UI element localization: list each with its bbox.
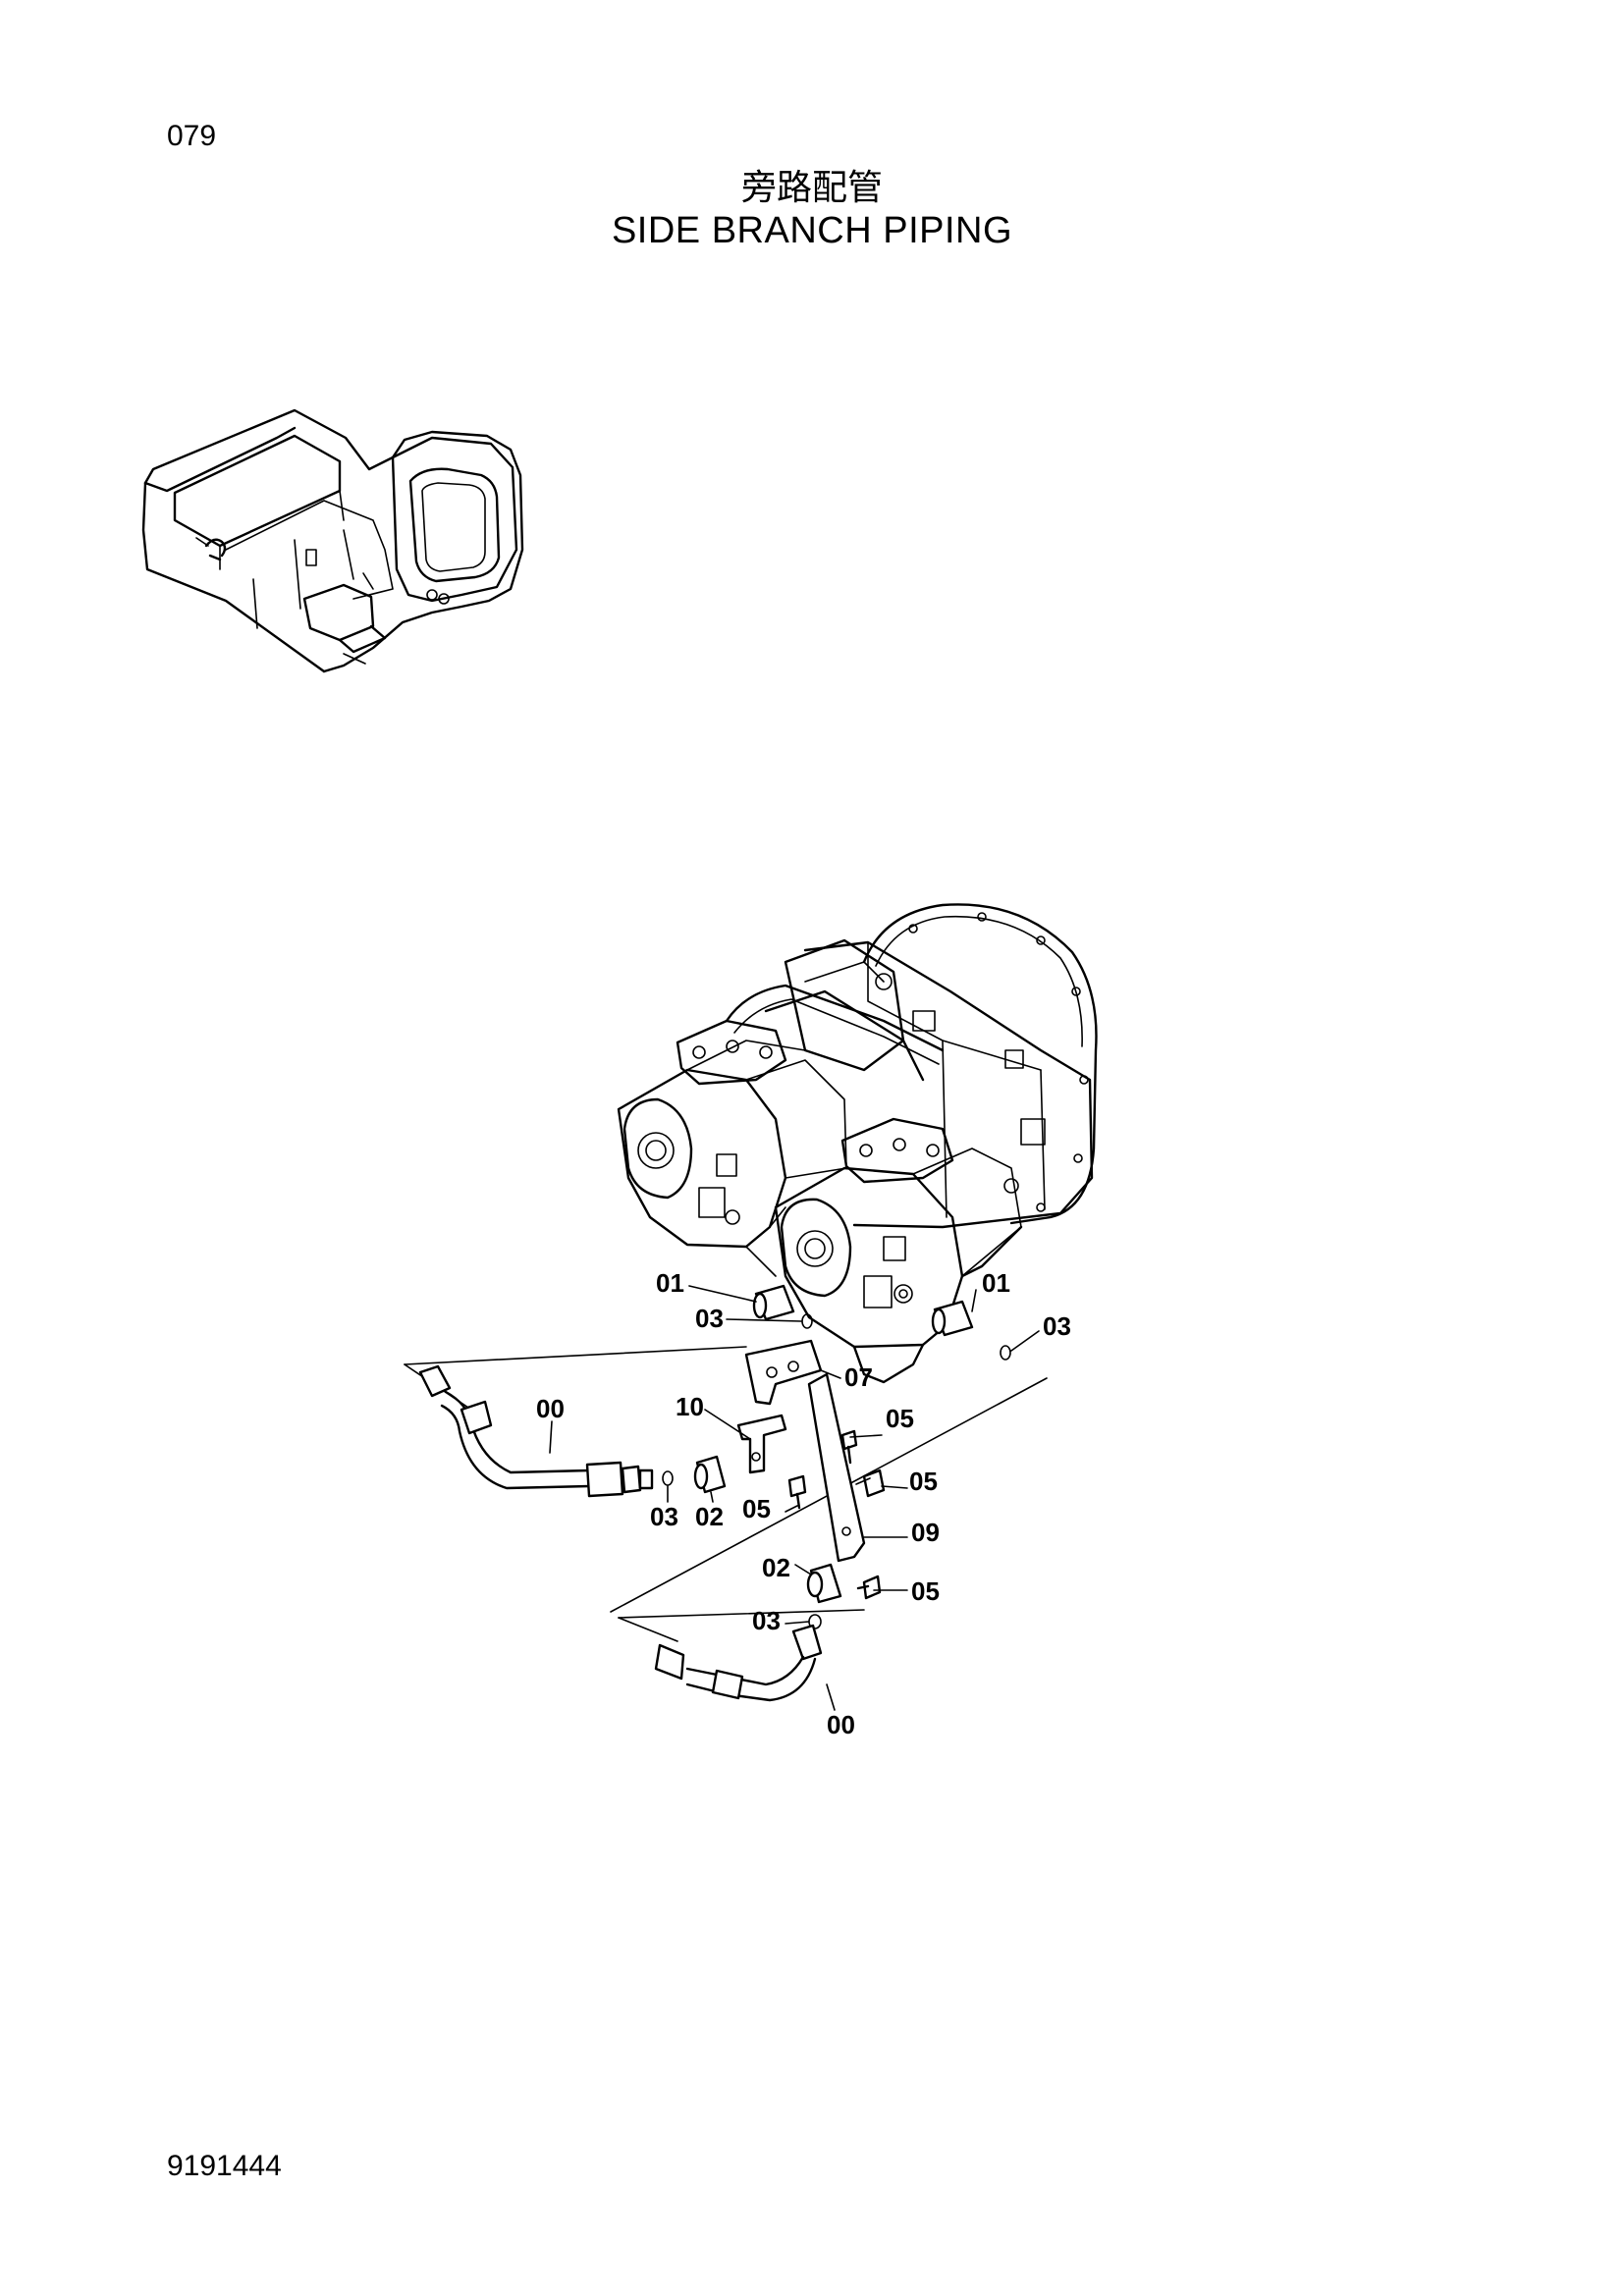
title-english: SIDE BRANCH PIPING [611,210,1013,251]
callout-02: 02 [762,1553,790,1582]
callout-07: 07 [844,1362,873,1392]
callout-05: 05 [909,1467,938,1496]
callout-05: 05 [911,1576,940,1606]
callout-03: 03 [695,1304,724,1333]
callout-03: 03 [752,1606,781,1635]
callout-05: 05 [742,1494,771,1523]
callout-10: 10 [676,1392,704,1421]
callout-09: 09 [911,1518,940,1547]
callout-01: 01 [982,1268,1010,1298]
excavator-location-thumbnail [141,408,524,673]
piping-parts [404,1284,1048,1702]
title-chinese: 旁路配管 [740,168,883,208]
callout-00: 00 [827,1710,855,1739]
callout-01: 01 [656,1268,684,1298]
callout-05: 05 [886,1404,914,1433]
callout-00: 00 [536,1394,565,1423]
callout-03: 03 [1043,1311,1071,1341]
leader-lines [549,1285,1040,1711]
callout-02: 02 [695,1502,724,1531]
document-number: 9191444 [167,2150,282,2182]
main-pump-assembly [617,903,1098,1384]
page-number: 079 [167,120,217,152]
callout-labels: 01 03 01 03 07 10 00 05 05 03 02 05 09 0… [536,1268,1071,1739]
callout-03: 03 [650,1502,678,1531]
